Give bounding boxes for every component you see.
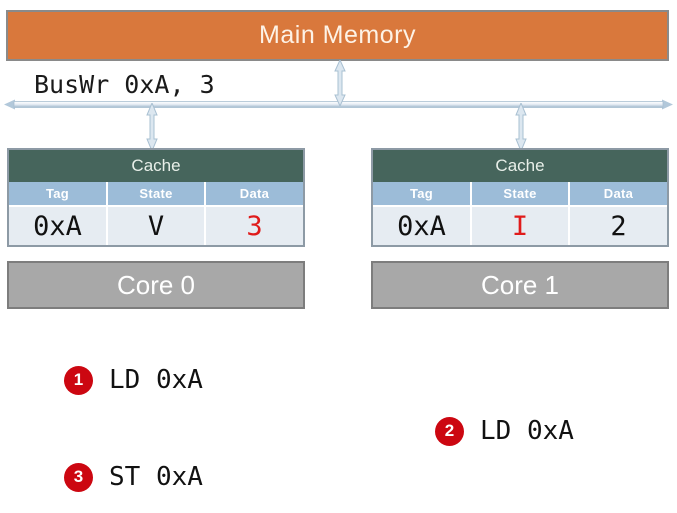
core-1-label: Core 1 (480, 269, 560, 300)
bus-transaction-label: BusWr 0xA, 3 (34, 70, 215, 99)
cache-block-core0: Cache Tag State Data 0xA V 3 (7, 148, 305, 247)
cache-table-row: 0xA V 3 (9, 206, 303, 245)
step-item-2: 2 LD 0xA (435, 416, 574, 446)
cache-table-header-row: Tag State Data (373, 182, 667, 207)
cache0-cell-tag: 0xA (9, 206, 107, 245)
cache-table-header-row: Tag State Data (9, 182, 303, 207)
step-text-3: ST 0xA (109, 462, 203, 492)
bus-to-cache1-arrow (515, 103, 527, 151)
step-text-2: LD 0xA (480, 416, 574, 446)
cache-block-core1: Cache Tag State Data 0xA I 2 (371, 148, 669, 247)
cache1-cell-tag: 0xA (373, 206, 471, 245)
cache-table-core0: Tag State Data 0xA V 3 (9, 182, 303, 245)
core-0-label: Core 0 (116, 269, 196, 300)
cache0-cell-data: 3 (204, 206, 303, 245)
column-header-state: State (470, 182, 569, 207)
column-header-tag: Tag (373, 182, 471, 207)
cache1-cell-state: I (470, 206, 569, 245)
bus-to-memory-arrow (334, 60, 346, 106)
core-block-1: Core 1 (371, 261, 669, 309)
column-header-data: Data (568, 182, 667, 207)
cache-title-core1: Cache (373, 150, 667, 182)
cache-table-core1: Tag State Data 0xA I 2 (373, 182, 667, 245)
step-badge-1: 1 (64, 365, 93, 395)
step-text-1: LD 0xA (109, 365, 203, 395)
column-header-data: Data (204, 182, 303, 207)
step-item-3: 3 ST 0xA (64, 462, 203, 492)
column-header-tag: Tag (9, 182, 107, 207)
cache-title-core0: Cache (9, 150, 303, 182)
cache0-cell-state: V (106, 206, 205, 245)
core-block-0: Core 0 (7, 261, 305, 309)
step-badge-3: 3 (64, 462, 93, 492)
bus-to-cache0-arrow (146, 103, 158, 151)
main-memory-block: Main Memory (6, 10, 669, 61)
cache-table-row: 0xA I 2 (373, 206, 667, 245)
column-header-state: State (106, 182, 205, 207)
main-memory-label: Main Memory (259, 21, 416, 49)
step-item-1: 1 LD 0xA (64, 365, 203, 395)
step-badge-2: 2 (435, 416, 464, 446)
cache1-cell-data: 2 (568, 206, 667, 245)
